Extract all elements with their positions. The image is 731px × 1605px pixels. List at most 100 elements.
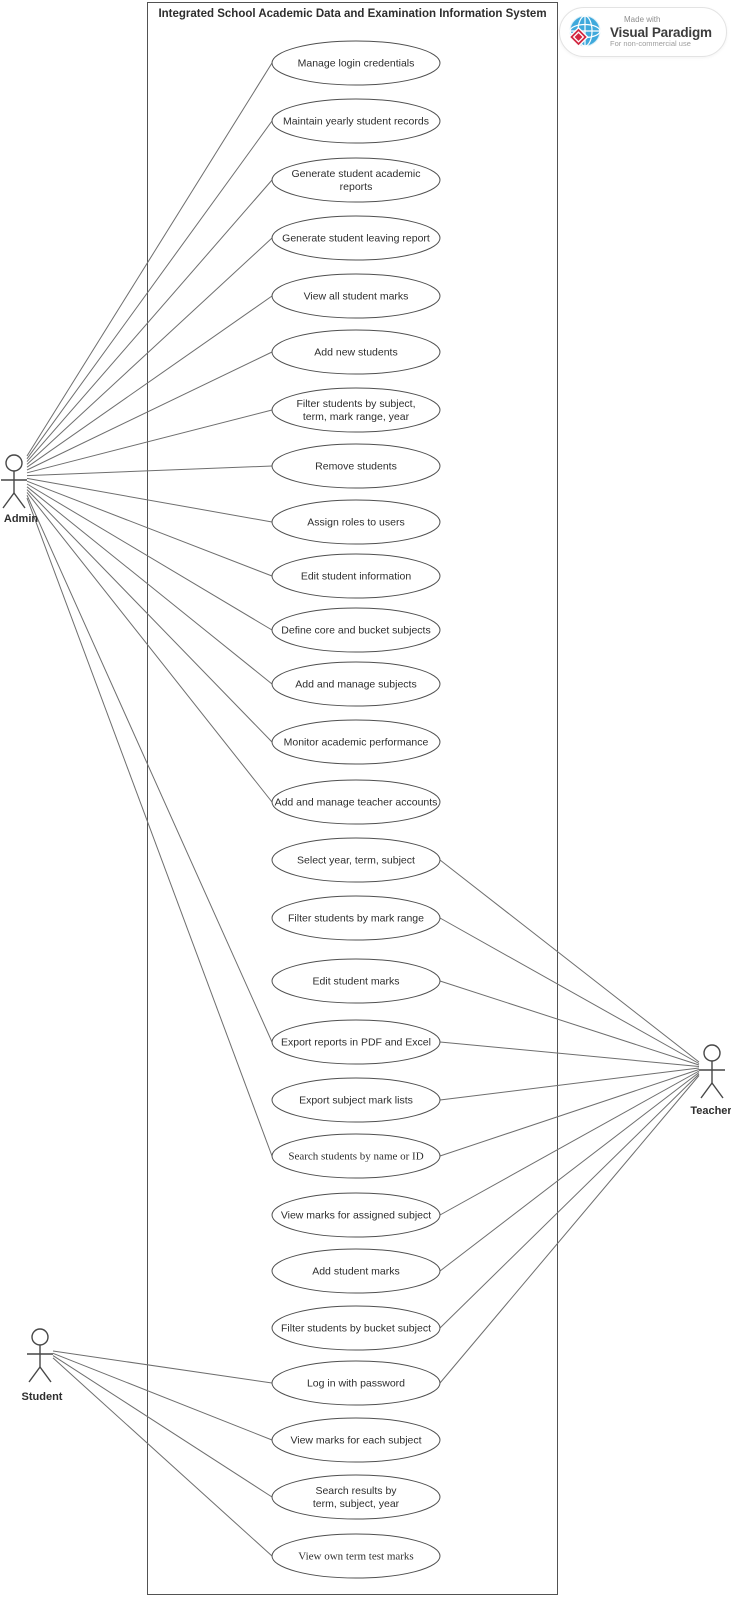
association-teacher-filter-students-by-mark-range (439, 917, 700, 1064)
actor-label-teacher: Teacher (690, 1105, 731, 1117)
use-case-label: Edit student marks (313, 976, 400, 988)
association-admin-define-core-and-bucket-subjects (26, 483, 273, 631)
use-case-label: View all student marks (304, 291, 409, 303)
use-case-view-all-student-marks: View all student marks (271, 273, 441, 319)
association-admin-generate-student-academic (26, 179, 273, 462)
association-student-log-in-with-password (52, 1350, 273, 1384)
actor-leg-right (711, 1082, 724, 1099)
use-case-ellipse (271, 895, 441, 941)
use-case-view-own-term-test-marks: View own term test marks (271, 1533, 441, 1579)
use-case-label: Add and manage subjects (295, 679, 416, 691)
use-case-ellipse (271, 1533, 441, 1579)
use-case-log-in-with-password: Log in with password (271, 1360, 441, 1406)
use-case-label: Remove students (315, 461, 397, 473)
association-admin-add-and-manage-teacher-accounts (26, 492, 273, 803)
association-student-view-marks-for-each-subject (52, 1352, 273, 1441)
associations-layer (26, 62, 700, 1557)
use-case-label: Maintain yearly student records (283, 116, 429, 128)
actor-head (31, 1328, 49, 1346)
use-case-export-subject-mark-lists: Export subject mark lists (271, 1077, 441, 1123)
association-admin-remove-students (26, 465, 273, 477)
use-case-remove-students: Remove students (271, 443, 441, 489)
use-case-label: Monitor academic performance (284, 737, 429, 749)
use-case-export-reports-in-pdf-and-excel: Export reports in PDF and Excel (271, 1019, 441, 1065)
association-teacher-log-in-with-password (439, 1075, 700, 1384)
system-boundary (147, 2, 558, 1595)
actor-head (703, 1044, 721, 1062)
use-case-ellipse (271, 40, 441, 86)
association-admin-add-and-manage-subjects (26, 486, 273, 685)
association-teacher-add-student-marks (439, 1072, 700, 1272)
use-case-filter-students-by-subject-term-mark-range-year: Filter students by subject,term, mark ra… (271, 387, 441, 433)
use-case-assign-roles-to-users: Assign roles to users (271, 499, 441, 545)
use-case-add-new-students: Add new students (271, 329, 441, 375)
use-case-filter-students-by-mark-range: Filter students by mark range (271, 895, 441, 941)
use-case-label: View marks for assigned subject (281, 1210, 431, 1222)
use-case-ellipse (271, 779, 441, 825)
badge-made-with-label: Made with (624, 15, 661, 25)
actor-leg-right (39, 1366, 52, 1383)
use-case-ellipse (271, 607, 441, 653)
actor-teacher: Teacher (690, 1044, 731, 1117)
use-case-search-students-by-name-or-id: Search students by name or ID (271, 1133, 441, 1179)
use-case-ellipse (271, 719, 441, 765)
actor-leg-right (13, 492, 26, 509)
actor-leg-left (700, 1082, 713, 1099)
use-case-label: Filter students by subject, (296, 398, 415, 410)
use-case-ellipse (271, 837, 441, 883)
use-case-ellipse (271, 98, 441, 144)
association-teacher-view-marks-for-assigned-subject (439, 1070, 700, 1216)
use-case-ellipse (271, 273, 441, 319)
use-case-ellipse (271, 1133, 441, 1179)
use-case-ellipse (271, 1305, 441, 1351)
association-teacher-filter-students-by-bucket-subject (439, 1073, 700, 1329)
use-case-ellipse (271, 1019, 441, 1065)
use-case-ellipse (271, 1077, 441, 1123)
use-case-label: Generate student leaving report (282, 233, 430, 245)
use-case-ellipse (271, 215, 441, 261)
badge-license-label: For non-commercial use (610, 39, 691, 49)
association-student-view-own-term-test-marks (52, 1357, 273, 1557)
use-case-generate-student-leaving-report: Generate student leaving report (271, 215, 441, 261)
use-case-define-core-and-bucket-subjects: Define core and bucket subjects (271, 607, 441, 653)
use-case-monitor-academic-performance: Monitor academic performance (271, 719, 441, 765)
use-case-ellipse (271, 499, 441, 545)
association-student-search-results-by (52, 1355, 273, 1498)
use-case-label: Log in with password (307, 1378, 405, 1390)
association-admin-filter-students-by-subject (26, 409, 273, 474)
badge-brand-name: Visual Paradigm (610, 24, 712, 40)
use-case-label: Assign roles to users (307, 517, 404, 529)
visual-paradigm-globe-icon (568, 15, 601, 48)
association-admin-assign-roles-to-users (26, 477, 273, 523)
use-case-label: Select year, term, subject (297, 855, 415, 867)
use-case-ellipse (271, 553, 441, 599)
use-case-label: Manage login credentials (298, 58, 415, 70)
use-case-ellipse (271, 1474, 441, 1520)
association-admin-export-reports-in-pdf-and-excel (26, 494, 273, 1043)
use-case-ellipse (271, 1248, 441, 1294)
association-admin-manage-login-credentials (26, 62, 273, 457)
use-case-label: reports (340, 181, 373, 193)
use-case-label: Filter students by bucket subject (281, 1323, 431, 1335)
use-case-ellipse (271, 387, 441, 433)
association-teacher-search-students-by-name-or-id (439, 1069, 700, 1157)
actor-leg-left (2, 492, 15, 509)
use-case-label: term, mark range, year (303, 411, 410, 423)
use-case-label: Filter students by mark range (288, 913, 424, 925)
use-case-ellipse (271, 329, 441, 375)
use-case-label: View marks for each subject (290, 1435, 421, 1447)
use-case-edit-student-marks: Edit student marks (271, 958, 441, 1004)
use-case-label: Export subject mark lists (299, 1095, 413, 1107)
visual-paradigm-badge: Made with Visual Paradigm For non-commer… (559, 7, 727, 57)
actor-head (5, 454, 23, 472)
use-case-ellipse (271, 157, 441, 203)
use-case-filter-students-by-bucket-subject: Filter students by bucket subject (271, 1305, 441, 1351)
association-admin-view-all-student-marks (26, 295, 273, 468)
use-case-ellipse (271, 661, 441, 707)
use-case-label: Search students by name or ID (288, 1151, 423, 1163)
use-case-label: Add student marks (312, 1266, 400, 1278)
use-case-ellipse (271, 1360, 441, 1406)
